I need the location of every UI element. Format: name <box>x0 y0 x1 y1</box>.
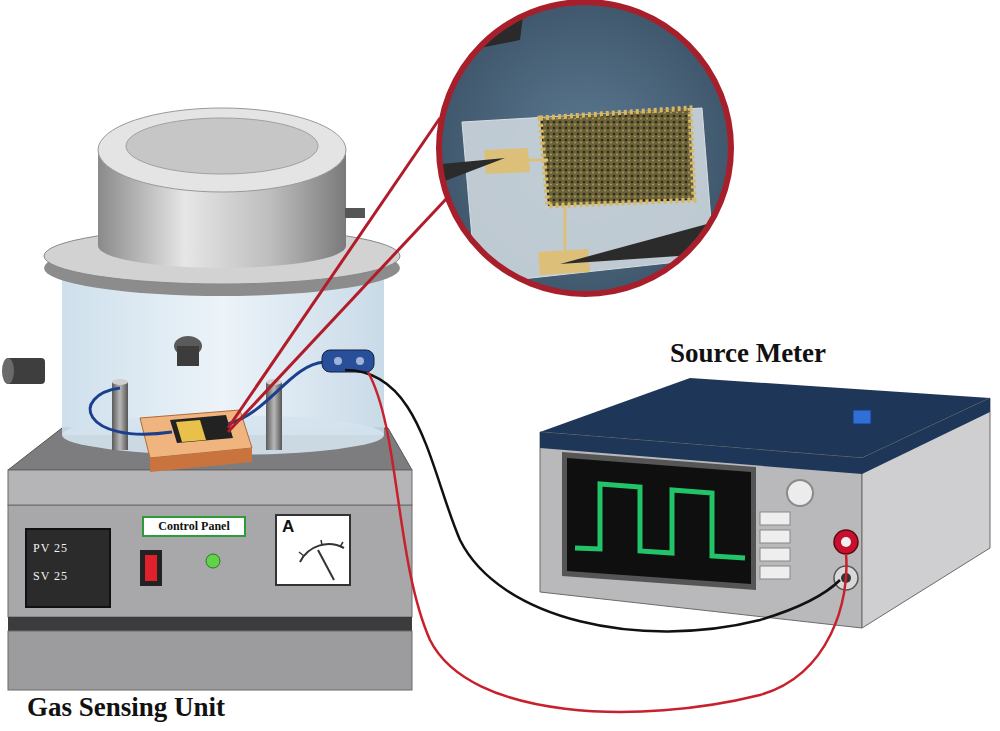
source-meter-part <box>760 548 790 561</box>
unit-label: Gas Sensing Unit <box>27 692 225 723</box>
glass-chamber-part <box>345 208 365 218</box>
glass-chamber-part <box>322 350 374 372</box>
gas-sensing-unit-part <box>321 540 322 545</box>
source-meter-part <box>567 458 751 584</box>
gas-sensing-unit-part <box>8 617 412 631</box>
magnified-sensor-photo-part <box>400 0 740 300</box>
zoom-lines-part <box>228 118 440 428</box>
glass-chamber-part <box>176 420 206 442</box>
zoom-lines <box>228 118 447 432</box>
instrument-label: Source Meter <box>670 338 826 369</box>
source-meter-part <box>834 530 858 554</box>
glass-chamber <box>2 108 400 472</box>
source-meter-part <box>575 484 745 558</box>
gas-sensing-unit-part <box>8 505 412 690</box>
gas-sensing-unit-part <box>318 550 334 580</box>
gas-sensing-unit-part <box>340 542 343 547</box>
source-meter <box>540 378 990 628</box>
glass-chamber-part <box>356 357 364 365</box>
magnified-sensor-photo-part <box>439 2 731 294</box>
glass-chamber-part <box>98 108 346 192</box>
glass-chamber-part <box>2 358 14 384</box>
source-meter-part <box>787 480 813 506</box>
magnified-sensor-photo-part-part <box>400 158 505 198</box>
gas-sensing-unit-part <box>275 514 351 586</box>
source-meter-part <box>760 566 790 579</box>
gas-sensing-unit-part <box>140 550 162 586</box>
source-meter-part <box>862 398 990 628</box>
gas-sensing-unit-part <box>299 552 304 556</box>
glass-chamber-part <box>126 118 318 174</box>
wires-part <box>345 370 840 631</box>
source-meter-part <box>562 452 756 590</box>
temperature-display: PV 25 SV 25 <box>25 528 111 608</box>
source-meter-part <box>760 512 790 525</box>
gas-sensing-unit-part <box>8 505 412 617</box>
wires-part <box>368 372 846 712</box>
glass-chamber-part <box>334 357 342 365</box>
gas-sensing-unit-part <box>8 470 412 505</box>
magnified-sensor-photo <box>400 0 740 300</box>
gas-sensing-unit <box>8 428 412 690</box>
gas-sensing-unit-part <box>206 554 220 568</box>
node-text: PV 25 <box>33 540 68 556</box>
magnified-sensor-photo-part-part <box>540 108 694 206</box>
glass-chamber-part <box>170 415 233 443</box>
source-meter-part <box>841 537 851 547</box>
magnified-sensor-photo-part-part <box>528 159 548 162</box>
glass-chamber-part <box>112 379 128 385</box>
glass-chamber-part <box>90 388 172 434</box>
gas-sensing-unit-part <box>145 555 157 581</box>
glass-chamber-part <box>112 382 128 450</box>
source-meter-part <box>862 398 990 474</box>
node-text: Control Panel <box>158 519 229 534</box>
glass-chamber-part <box>98 224 346 268</box>
glass-chamber-part <box>177 346 199 366</box>
magnified-sensor-photo-part-part <box>435 0 735 300</box>
node-text: A <box>282 518 294 536</box>
glass-chamber-part <box>266 382 282 450</box>
ammeter-gauge: A <box>275 514 351 586</box>
source-meter-part <box>760 530 790 543</box>
zoom-lines-part <box>228 198 447 432</box>
wires <box>345 370 846 712</box>
magnified-sensor-photo-part-part <box>564 206 567 250</box>
node-text: SV 25 <box>33 568 68 584</box>
gas-sensing-unit-part <box>8 631 412 690</box>
source-meter-part <box>853 410 871 424</box>
panel-label-box: Control Panel <box>142 516 246 537</box>
glass-chamber-part <box>150 448 252 472</box>
